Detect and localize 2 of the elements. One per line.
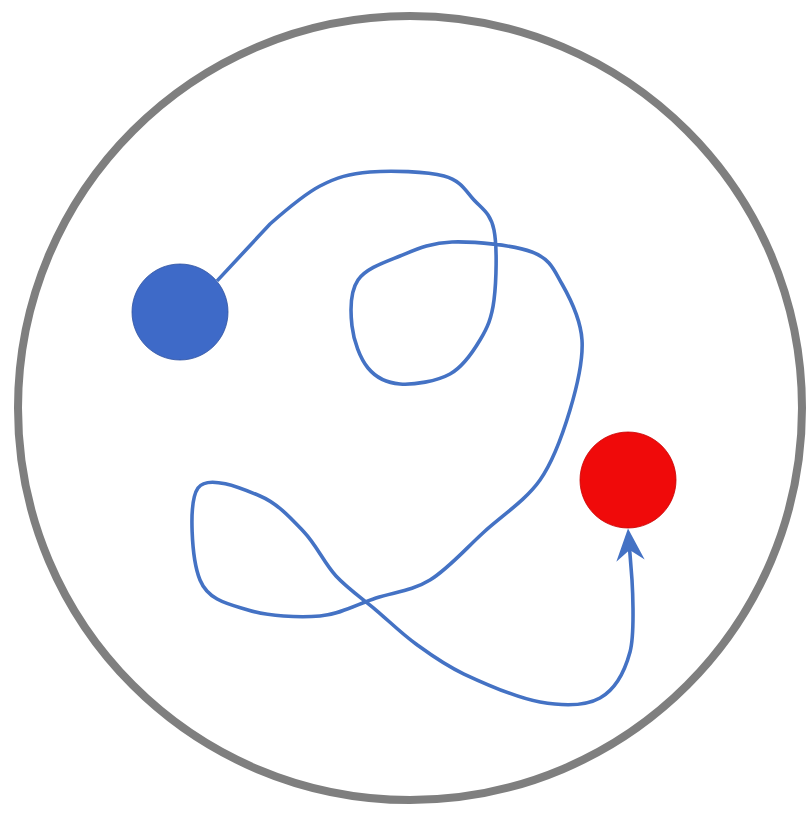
ball-circle bbox=[579, 431, 677, 529]
ball-circle bbox=[131, 263, 229, 361]
